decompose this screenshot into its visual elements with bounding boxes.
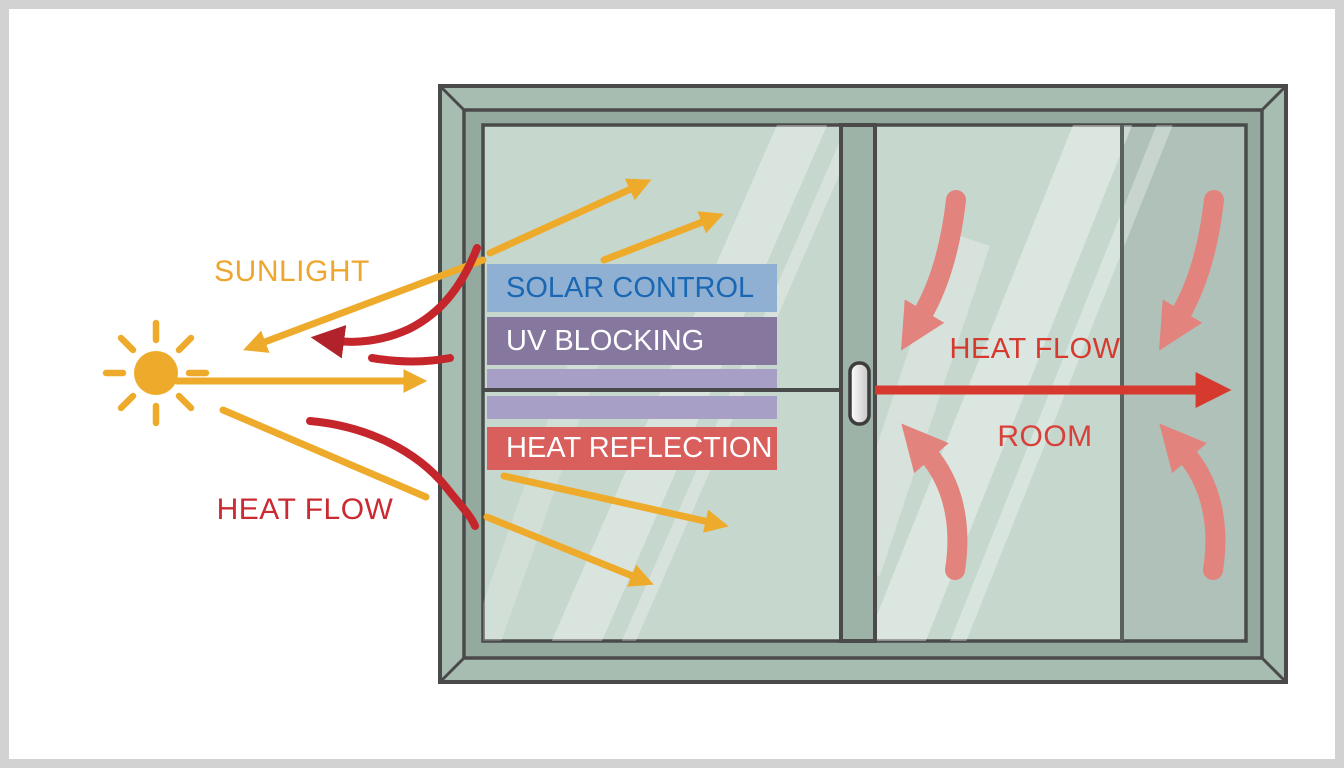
heat-flow-inside-label: HEAT FLOW <box>949 333 1121 365</box>
window-handle <box>848 361 871 426</box>
solar-control-layer: SOLAR CONTROL <box>487 264 777 312</box>
heat-reflection-layer: HEAT REFLECTION <box>487 427 777 470</box>
film-layer-lower <box>487 396 777 419</box>
room-label: ROOM <box>997 420 1093 453</box>
heat-flow-outside-label: HEAT FLOW <box>216 493 394 526</box>
sunlight-label: SUNLIGHT <box>214 255 370 288</box>
uv-blocking-layer: UV BLOCKING <box>487 317 777 365</box>
frame-mitre-lines <box>438 84 1288 684</box>
labels-layer: SUNLIGHT HEAT FLOW HEAT FLOW ROOM SOLAR … <box>9 9 1335 759</box>
film-layer-upper <box>487 369 777 388</box>
